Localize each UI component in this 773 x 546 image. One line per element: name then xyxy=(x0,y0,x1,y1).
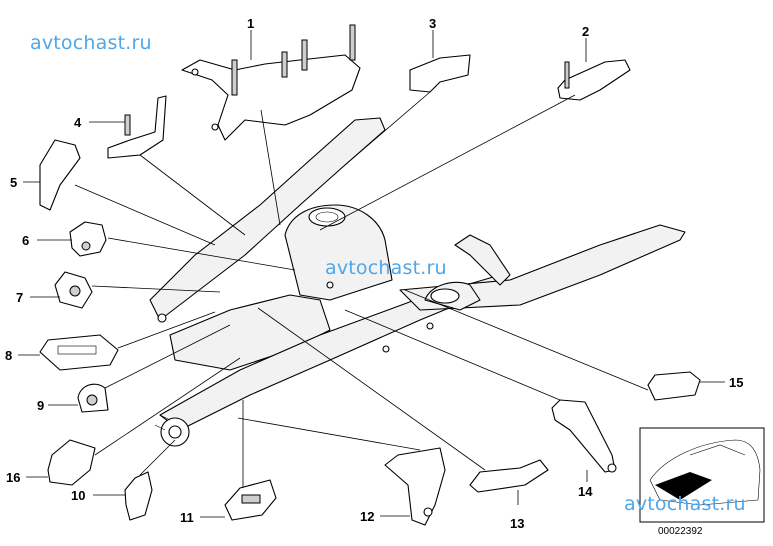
callout-labels: 1 2 3 4 5 6 7 8 9 10 11 12 13 14 15 16 xyxy=(5,16,743,531)
car-thumbnail xyxy=(639,427,765,523)
part-16-bracket xyxy=(47,439,96,486)
part-1-mount-bracket xyxy=(181,24,361,141)
part-10-bracket xyxy=(124,471,153,521)
part-9-cap xyxy=(77,383,109,413)
watermark-bottom-right: avtochast.ru xyxy=(624,493,746,515)
callout-8: 8 xyxy=(5,348,12,363)
front-frame-assembly xyxy=(149,117,686,447)
callout-16: 16 xyxy=(6,470,20,485)
callout-9: 9 xyxy=(37,398,44,413)
part-4-bracket xyxy=(107,95,167,159)
callout-3: 3 xyxy=(429,16,436,31)
callout-5: 5 xyxy=(10,175,17,190)
callout-4: 4 xyxy=(74,115,82,130)
callout-11: 11 xyxy=(180,510,194,525)
part-13-strip xyxy=(469,459,549,493)
callout-6: 6 xyxy=(22,233,29,248)
watermark-top-left: avtochast.ru xyxy=(30,32,152,54)
callout-13: 13 xyxy=(510,516,524,531)
leader-lines xyxy=(18,30,725,518)
part-14-bracket xyxy=(551,399,617,473)
part-6-bracket xyxy=(69,221,107,257)
part-2-bracket xyxy=(557,59,631,101)
part-3-bracket xyxy=(409,54,471,93)
callout-2: 2 xyxy=(582,24,589,39)
part-8-plate xyxy=(39,334,119,371)
part-5-bracket xyxy=(39,139,81,211)
callout-7: 7 xyxy=(16,290,23,305)
callout-10: 10 xyxy=(71,488,85,503)
watermark-center: avtochast.ru xyxy=(325,257,447,279)
callout-15: 15 xyxy=(729,375,743,390)
callout-12: 12 xyxy=(360,509,374,524)
callout-1: 1 xyxy=(247,16,254,31)
part-12-bracket xyxy=(384,447,446,526)
part-15-strip xyxy=(647,371,701,401)
part-7-clip xyxy=(54,271,93,309)
part-11-pad xyxy=(224,479,277,521)
diagram-code: 00022392 xyxy=(658,526,703,537)
callout-14: 14 xyxy=(578,484,593,499)
